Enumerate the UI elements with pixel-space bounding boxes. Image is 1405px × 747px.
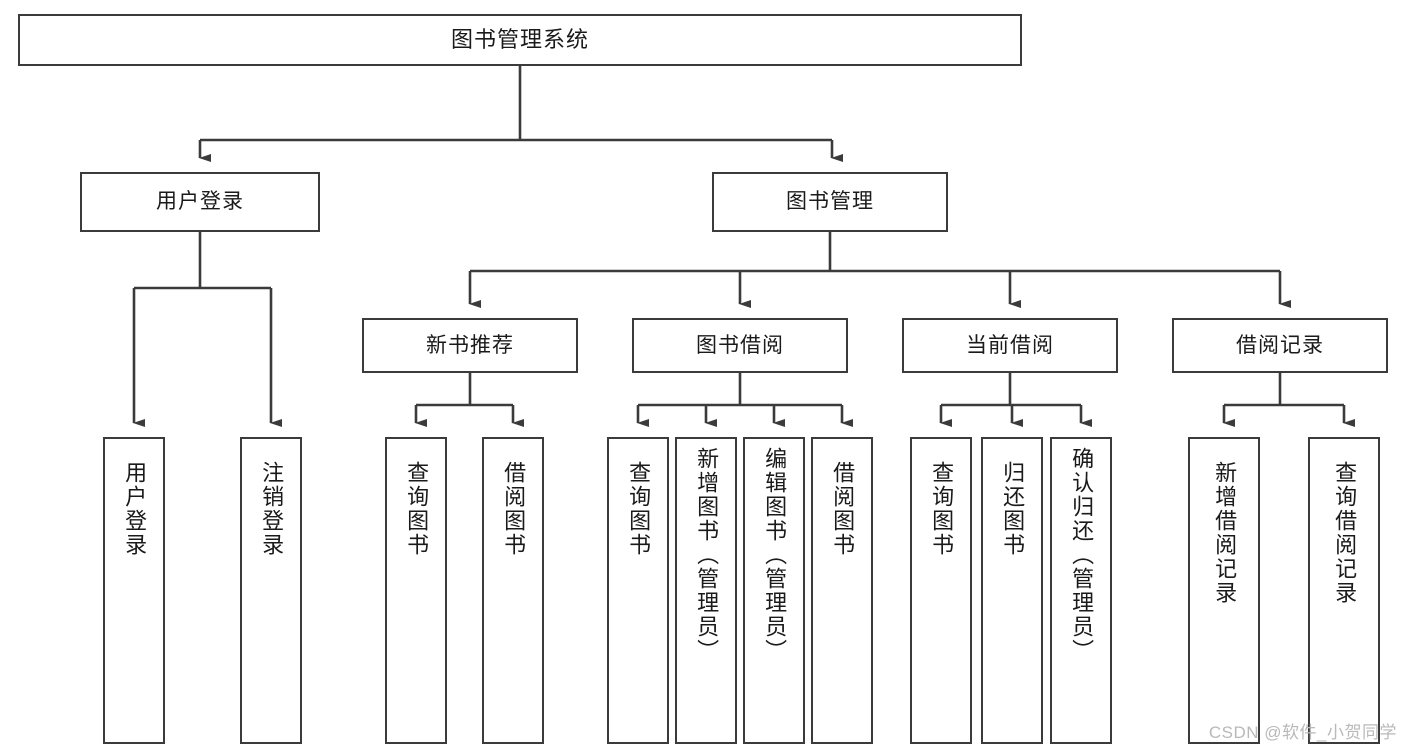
node-root[interactable]: 图书管理系统	[18, 14, 1022, 66]
leaf-node[interactable]: 借阅图书	[811, 437, 873, 744]
leaf-label: 查询图书	[404, 461, 430, 557]
leaf-label: 编辑图书（管理员）	[762, 447, 788, 663]
leaf-node[interactable]: 新增借阅记录	[1188, 437, 1260, 744]
node-book-management[interactable]: 图书管理	[712, 172, 948, 232]
leaf-node[interactable]: 新增图书（管理员）	[675, 437, 737, 744]
node-new-book-recommend-label: 新书推荐	[426, 333, 514, 357]
node-current-borrow-label: 当前借阅	[966, 333, 1054, 357]
node-user-login[interactable]: 用户登录	[80, 172, 320, 232]
leaf-label: 借阅图书	[501, 461, 527, 557]
leaf-node[interactable]: 归还图书	[981, 437, 1043, 744]
leaf-label: 借阅图书	[830, 461, 856, 557]
watermark-text: CSDN @软件_小贺同学	[1208, 723, 1397, 742]
node-root-label: 图书管理系统	[450, 26, 589, 52]
node-current-borrow[interactable]: 当前借阅	[902, 318, 1118, 373]
leaf-node[interactable]: 编辑图书（管理员）	[743, 437, 805, 744]
leaf-node[interactable]: 用户登录	[103, 437, 165, 744]
leaf-node[interactable]: 查询图书	[385, 437, 447, 744]
node-borrow-record-label: 借阅记录	[1236, 333, 1324, 357]
node-book-borrow[interactable]: 图书借阅	[632, 318, 848, 373]
leaf-label: 用户登录	[122, 461, 148, 557]
leaf-label: 查询图书	[626, 461, 652, 557]
node-new-book-recommend[interactable]: 新书推荐	[362, 318, 578, 373]
node-user-login-label: 用户登录	[156, 190, 244, 214]
leaf-label: 新增借阅记录	[1212, 461, 1238, 605]
leaf-label: 注销登录	[259, 461, 285, 557]
leaf-node[interactable]: 借阅图书	[482, 437, 544, 744]
leaf-node[interactable]: 查询借阅记录	[1308, 437, 1380, 744]
leaf-label: 确认归还（管理员）	[1069, 447, 1095, 663]
leaf-node[interactable]: 查询图书	[910, 437, 972, 744]
leaf-node[interactable]: 查询图书	[607, 437, 669, 744]
leaf-label: 新增图书（管理员）	[694, 447, 720, 663]
leaf-label: 查询图书	[929, 461, 955, 557]
leaf-label: 查询借阅记录	[1332, 461, 1358, 605]
node-borrow-record[interactable]: 借阅记录	[1172, 318, 1388, 373]
leaf-node[interactable]: 确认归还（管理员）	[1050, 437, 1112, 744]
leaf-label: 归还图书	[1000, 461, 1026, 557]
leaf-node[interactable]: 注销登录	[240, 437, 302, 744]
node-book-management-label: 图书管理	[786, 190, 874, 214]
node-book-borrow-label: 图书借阅	[696, 333, 784, 357]
